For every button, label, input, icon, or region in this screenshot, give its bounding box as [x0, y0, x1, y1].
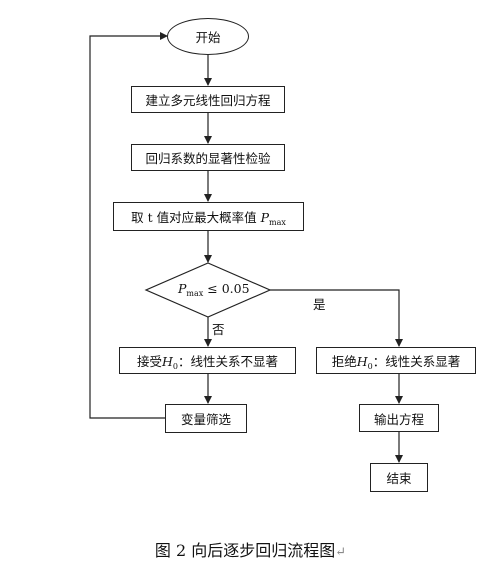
- output-equation-box: 输出方程: [359, 404, 439, 432]
- caption-text: 图 2 向后逐步回归流程图: [154, 541, 336, 560]
- accept-suffix: ：线性关系不显著: [178, 353, 279, 369]
- figure-caption: 图 2 向后逐步回归流程图↵: [0, 537, 501, 561]
- return-mark: ↵: [335, 545, 347, 560]
- accept-prefix: 接受: [136, 353, 162, 369]
- accept-h-subscript: 0: [172, 361, 178, 371]
- reject-h0-label: 拒绝H0：线性关系显著: [332, 351, 461, 371]
- decision-condition: Pmax ≤ 0.05: [178, 281, 250, 298]
- yes-label: 是: [313, 297, 326, 312]
- loop-back-connector: [89, 32, 168, 419]
- decision-threshold: ≤ 0.05: [207, 281, 250, 296]
- accept-h0-box: 接受H0：线性关系不显著: [119, 347, 296, 374]
- reject-h-subscript: 0: [367, 361, 373, 371]
- output-equation-label: 输出方程: [373, 411, 424, 427]
- arrow-decision-to-reject: [270, 289, 403, 347]
- p-symbol: P: [260, 209, 269, 225]
- significance-test-box: 回归系数的显著性检验: [131, 144, 285, 171]
- p-subscript: max: [269, 217, 286, 227]
- end-box: 结束: [370, 463, 428, 492]
- build-model-label: 建立多元线性回归方程: [145, 93, 271, 108]
- decision-p-symbol: P: [178, 281, 187, 296]
- accept-h0-label: 接受H0：线性关系不显著: [137, 351, 278, 371]
- start-label: 开始: [195, 30, 221, 45]
- build-model-box: 建立多元线性回归方程: [131, 86, 285, 113]
- end-label: 结束: [386, 471, 412, 486]
- max-probability-label: 取 t 值对应最大概率值 Pmax: [131, 207, 286, 227]
- decision-p-subscript: max: [186, 289, 204, 298]
- significance-test-label: 回归系数的显著性检验: [145, 151, 271, 166]
- reject-suffix: ：线性关系显著: [372, 353, 461, 369]
- variable-selection-label: 变量筛选: [180, 412, 231, 427]
- reject-prefix: 拒绝: [331, 353, 357, 369]
- reject-h-symbol: H: [356, 353, 368, 369]
- variable-selection-box: 变量筛选: [165, 404, 247, 433]
- reject-h0-box: 拒绝H0：线性关系显著: [316, 347, 476, 374]
- max-probability-box: 取 t 值对应最大概率值 Pmax: [113, 202, 304, 231]
- no-label: 否: [212, 322, 225, 337]
- max-probability-text: 取 t 值对应最大概率值: [131, 209, 261, 225]
- start-node: 开始: [167, 18, 249, 55]
- accept-h-symbol: H: [162, 353, 173, 369]
